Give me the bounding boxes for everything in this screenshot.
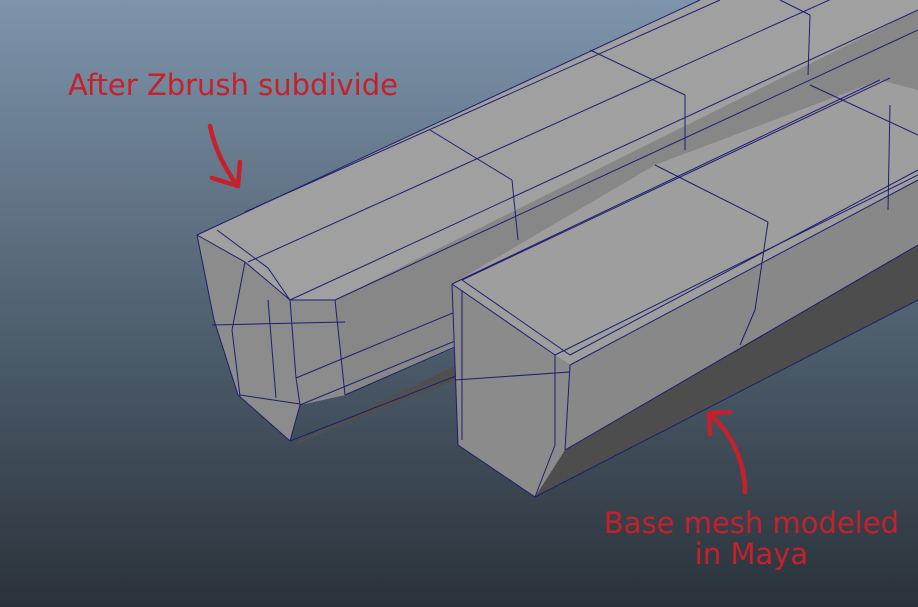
base-beam-wireframe <box>451 77 918 498</box>
base-beam-front-face <box>452 284 570 497</box>
base-beam-mesh[interactable] <box>451 77 918 498</box>
arrow-to-base-icon <box>706 409 748 495</box>
annotation-base-mesh-line1: Base mesh modeled <box>603 506 900 540</box>
annotation-base-mesh-line2: in Maya <box>694 537 809 571</box>
annotation-after-zbrush: After Zbrush subdivide <box>68 68 398 102</box>
subdivided-beam-top-face <box>197 0 918 300</box>
annotation-base-mesh: Base mesh modeled in Maya <box>585 508 918 570</box>
base-beam-shadow-face <box>535 245 918 497</box>
base-beam-right-face <box>565 180 918 450</box>
base-beam-top-face <box>452 80 918 365</box>
arrow-to-subdivided-icon <box>207 123 243 189</box>
